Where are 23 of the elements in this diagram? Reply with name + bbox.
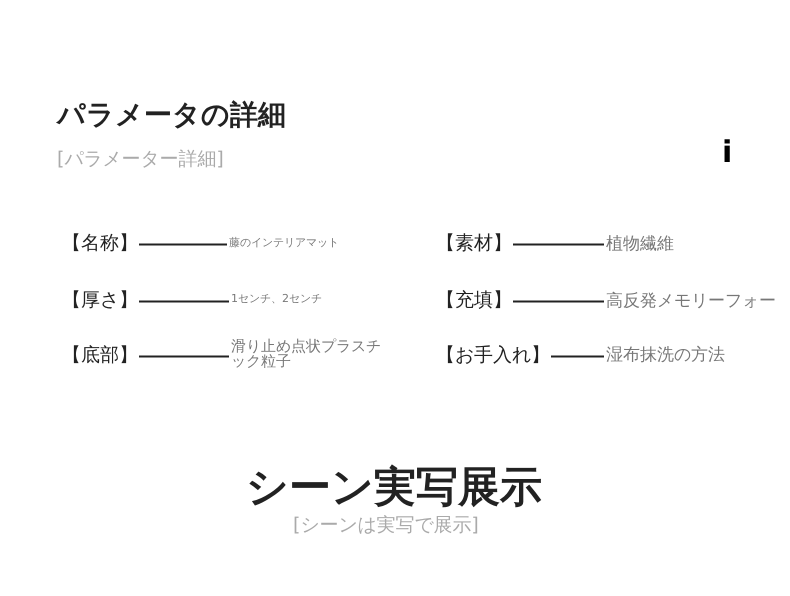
subheading: [パラメーター詳細] (57, 149, 224, 170)
parameter-value: 高反発メモリーフォー (606, 292, 776, 311)
parameter-label: 【底部】 (62, 345, 138, 366)
parameter-value: 植物繊維 (606, 235, 674, 254)
info-letter: i (722, 136, 732, 169)
parameter-label: 【お手入れ】 (436, 345, 550, 366)
parameter-value: 湿布抹洗の方法 (606, 346, 725, 365)
connector-line (139, 300, 229, 302)
parameter-value: 滑り止め点状プラスチック粒子 (231, 339, 386, 369)
parameter-label: 【名称】 (62, 233, 138, 254)
connector-line (139, 243, 227, 246)
heading: パラメータの詳細 (57, 100, 286, 131)
parameter-label: 【厚さ】 (62, 290, 138, 311)
connector-line (513, 243, 604, 246)
parameter-value: 1センチ、2センチ (231, 293, 322, 306)
connector-line (551, 355, 604, 358)
connector-line (513, 300, 604, 302)
parameter-value: 藤のインテリアマット (229, 237, 339, 250)
connector-line (139, 355, 229, 358)
heading: シーン実写展示 (246, 464, 542, 510)
parameter-label: 【素材】 (436, 233, 512, 254)
parameter-label: 【充填】 (436, 290, 512, 311)
subheading: [シーンは実写で展示] (293, 515, 479, 536)
